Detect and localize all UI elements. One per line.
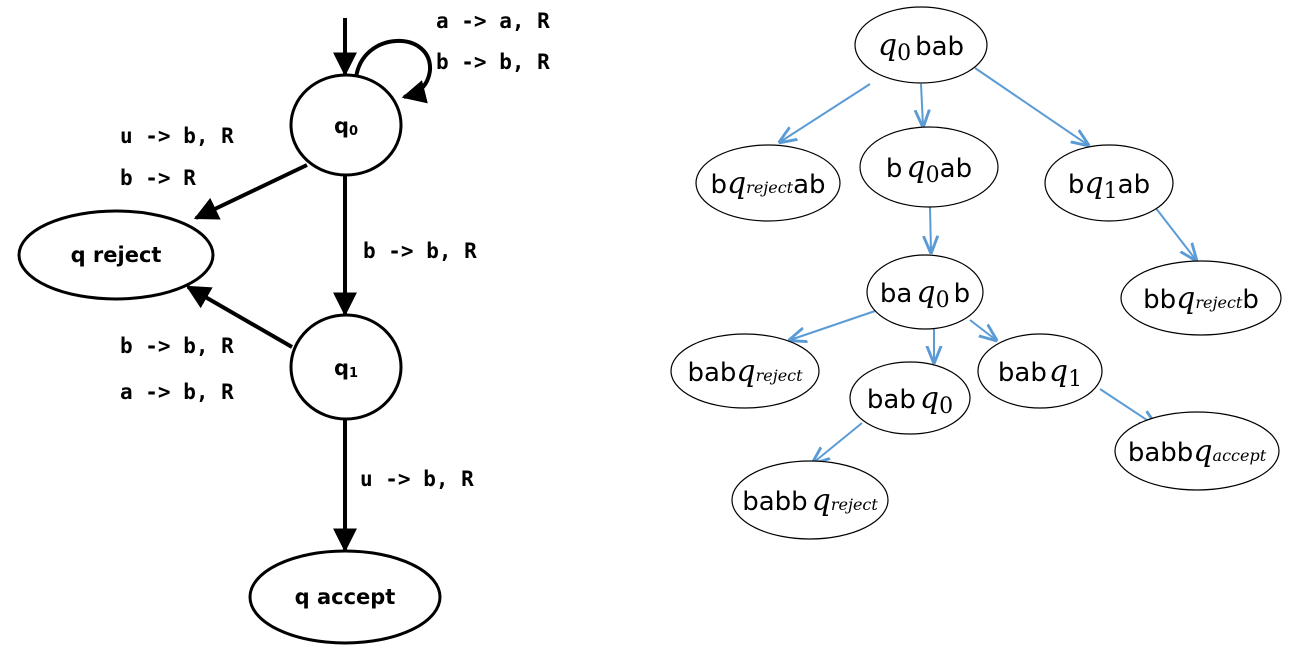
state-reject: q reject — [17, 209, 215, 301]
tree-node-pre: b — [710, 170, 727, 200]
label-q0-q1: b -> b, R — [363, 239, 477, 263]
svg-text:babq1: babq1 — [998, 354, 1082, 392]
label-q0-reject-1: u -> b, R — [120, 124, 234, 148]
tree-node-pre: b — [1068, 170, 1085, 200]
tree-node-sub: reject — [756, 366, 804, 385]
tree-edge — [921, 83, 923, 126]
tree-node-post: ab — [793, 170, 825, 200]
label-q0-reject-2: b -> R — [120, 166, 196, 190]
tree-node: babqreject — [670, 333, 820, 409]
state-reject-label: q reject — [71, 243, 162, 267]
state-accept-label: q accept — [295, 585, 396, 609]
tree-node: babbqaccept — [1114, 411, 1280, 491]
svg-text:q1: q1 — [334, 356, 358, 381]
svg-text:bbqrejectb: bbqrejectb — [1143, 281, 1259, 316]
tree-node-pre: bb — [1143, 285, 1176, 315]
label-q0-loop-2: b -> b, R — [436, 50, 550, 74]
label-q1-reject-1: b -> b, R — [120, 334, 234, 358]
transition-q0-reject — [193, 163, 308, 220]
tree-node-q: q — [736, 354, 755, 389]
tree-node: bq1ab — [1044, 144, 1174, 222]
tree-node: bqrejectab — [695, 144, 841, 222]
tree-node-pre: bab — [998, 358, 1047, 388]
tree-node-post: ab — [940, 154, 972, 184]
tree-node-sub: accept — [1213, 446, 1267, 465]
label-q0-loop-1: a -> a, R — [436, 9, 550, 33]
state-q0: q0 — [289, 73, 403, 177]
svg-text:babqreject: babqreject — [687, 354, 803, 389]
tree-node-sub: 0 — [936, 288, 950, 313]
tree-node-q: q — [878, 28, 897, 63]
tree-node-sub: reject — [746, 178, 794, 197]
tree-edge — [974, 67, 1088, 145]
state-machine: q0 q reject q1 q accept a -> a, R b -> b… — [17, 9, 550, 645]
tree-node: babq1 — [977, 333, 1103, 409]
tree-node-q: q — [1176, 281, 1195, 316]
state-q0-label: q — [334, 114, 349, 138]
tree-node-pre: bab — [687, 358, 736, 388]
tree-edge — [813, 422, 863, 463]
tree-node-pre: babb — [742, 487, 807, 517]
state-q0-sub: 0 — [349, 124, 358, 139]
state-q1-sub: 1 — [349, 366, 358, 381]
svg-text:bq1ab: bq1ab — [1068, 166, 1150, 204]
tree-node-pre: bab — [867, 385, 916, 415]
tree-edge — [930, 206, 931, 252]
svg-text:q0: q0 — [334, 114, 358, 139]
tree-node-sub: reject — [1195, 293, 1243, 312]
label-q1-accept: u -> b, R — [360, 467, 474, 491]
tree-edge — [1154, 206, 1196, 260]
tree-edge — [780, 83, 871, 142]
tree-node-q: q — [1084, 166, 1103, 201]
transition-q1-reject — [185, 285, 293, 349]
tree-node-post: ab — [1118, 170, 1150, 200]
transition-q0-loop — [354, 38, 433, 104]
svg-text:babbqaccept: babbqaccept — [1128, 434, 1267, 469]
tree-node-q: q — [906, 150, 925, 185]
tree-node-q: q — [920, 381, 939, 416]
tree-node-pre: ba — [880, 279, 912, 309]
label-q1-reject-2: a -> b, R — [120, 380, 234, 404]
tree-node-pre: babb — [1128, 438, 1193, 468]
state-q1-label: q — [334, 356, 349, 380]
tree-node-q: q — [727, 166, 746, 201]
tree-node-sub: reject — [831, 495, 879, 514]
tree-node-q: q — [812, 483, 831, 518]
state-accept: q accept — [248, 549, 442, 645]
tree-node-post: b — [1242, 285, 1259, 315]
tree-node-sub: 1 — [1068, 367, 1082, 392]
tree-node-q: q — [916, 275, 935, 310]
tree-edge — [790, 309, 879, 340]
tree-node-post: bab — [915, 32, 964, 62]
tree-node-q: q — [1193, 434, 1212, 469]
state-q1: q1 — [289, 313, 403, 421]
tree-node-sub: 0 — [939, 394, 953, 419]
tree-node-post: b — [954, 279, 971, 309]
svg-text:bqrejectab: bqrejectab — [710, 166, 825, 201]
tree-node: bbqrejectb — [1120, 260, 1282, 336]
tree-node-pre: b — [886, 154, 903, 184]
tree-edge — [969, 319, 996, 340]
tree-node-sub: 1 — [1104, 179, 1118, 204]
tree-node-sub: 0 — [897, 41, 911, 66]
tree-node-sub: 0 — [926, 163, 940, 188]
tree-node-q: q — [1049, 354, 1068, 389]
